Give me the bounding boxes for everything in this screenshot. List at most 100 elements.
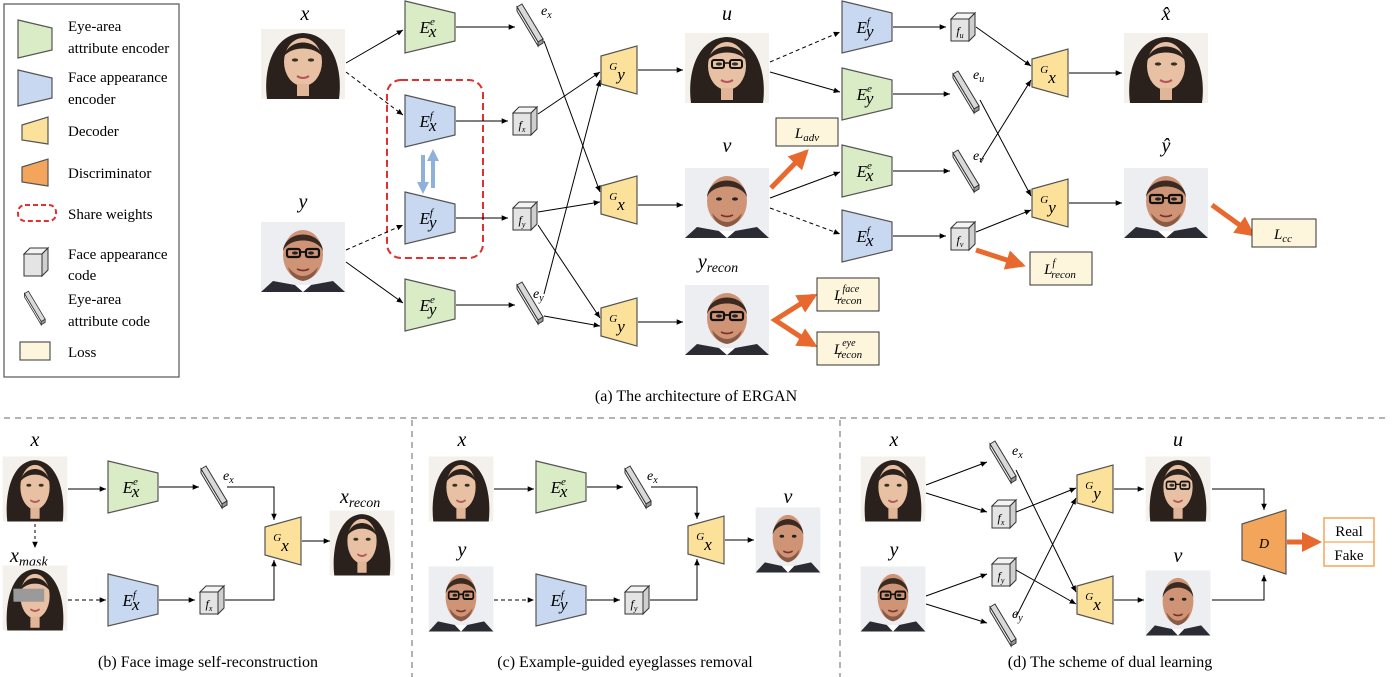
discriminator: D	[1241, 509, 1287, 575]
panel-c-arrows	[494, 484, 754, 603]
legend-item-label: Face appearance	[68, 247, 168, 263]
caption-a: (a) The architecture of ERGAN	[595, 388, 798, 405]
decoder-g-x-mid: Gx	[600, 175, 638, 225]
code-f-y: fy	[512, 201, 538, 231]
svg-text:Gx: Gx	[273, 532, 289, 555]
svg-text:fv: fv	[957, 233, 964, 249]
caption-d: (d) The scheme of dual learning	[1008, 654, 1213, 671]
image-u	[685, 33, 769, 103]
svg-text:Efx: Efx	[419, 110, 437, 135]
code-label: ex	[1012, 444, 1023, 461]
var-x: x	[889, 429, 899, 451]
code-f-y: fy	[991, 557, 1017, 587]
decoder-g-x-right: Gx	[1031, 48, 1069, 98]
decoder-g-y-right: Gy	[1031, 178, 1069, 228]
encoder-e-x: Eex	[535, 460, 587, 514]
svg-text:Gy: Gy	[1040, 194, 1056, 217]
legend-item-label: Eye-area	[68, 292, 122, 308]
encoder-f-x: Efx	[404, 94, 456, 148]
decoder-g-x: Gx	[687, 515, 725, 565]
code-label: ey	[1012, 607, 1023, 624]
legend-item-label: encoder	[68, 92, 115, 108]
var-y: y	[297, 191, 308, 213]
panel-b: x xmask Eex Efx ex fx Gx xrecon (b) Face…	[1, 429, 396, 671]
legend-item-label: Eye-area	[68, 19, 122, 35]
svg-text:fy: fy	[998, 569, 1005, 585]
code-label: ex	[647, 469, 658, 486]
code-f-x: fx	[991, 499, 1017, 529]
legend-encoder-blue-icon	[17, 69, 53, 107]
encoder-f-y: Efy	[404, 191, 456, 245]
code-label: ex	[541, 4, 552, 21]
decoder-g-x: Gx	[1076, 575, 1114, 625]
svg-text:Ladv: Ladv	[794, 126, 819, 144]
var-y: y	[888, 539, 899, 561]
image-x	[859, 455, 927, 523]
image-x	[1, 455, 69, 523]
encoder-e-y: Eey	[404, 278, 456, 332]
caption-b: (b) Face image self-reconstruction	[98, 654, 318, 671]
legend-discriminator-icon	[21, 158, 49, 187]
legend-cube-icon	[23, 247, 49, 277]
legend-item-label: Discriminator	[68, 166, 151, 182]
label-real: Real	[1335, 524, 1363, 540]
legend-item-label: Face appearance	[68, 70, 168, 86]
image-y-recon	[685, 285, 769, 355]
svg-text:Lcc: Lcc	[1273, 227, 1292, 245]
var-v: v	[784, 486, 793, 508]
image-x	[260, 28, 346, 100]
legend-box	[3, 3, 180, 378]
encoder-e-x: Eex	[107, 460, 159, 514]
var-y-recon: yrecon	[696, 251, 738, 276]
panel-d-arrows	[925, 461, 1267, 624]
svg-text:D: D	[1258, 537, 1269, 552]
encoder-e-x: Eex	[404, 0, 456, 54]
decoder-g-y: Gy	[1076, 464, 1114, 514]
svg-text:Eey: Eey	[856, 83, 874, 108]
svg-text:Gy: Gy	[1085, 480, 1101, 503]
separators	[4, 417, 1388, 677]
image-x-hat	[1123, 32, 1209, 104]
image-v	[1144, 569, 1212, 637]
svg-text:Eex: Eex	[122, 476, 140, 501]
encoder-f-x-mid: Efx	[841, 209, 893, 263]
var-y: y	[456, 539, 467, 561]
code-label: eu	[973, 68, 984, 85]
var-x: x	[30, 429, 40, 451]
real-fake-box: Real Fake	[1323, 517, 1375, 567]
legend-item-label: Share weights	[68, 207, 153, 223]
legend: Eye-area attribute encoder Face appearan…	[3, 3, 180, 378]
image-y-hat	[1124, 168, 1208, 238]
panel-a: x y u v yrecon x̂ ŷ Eex Efx Efy Eey Efy …	[260, 0, 1317, 405]
svg-text:fy: fy	[519, 213, 526, 229]
legend-decoder-icon	[21, 116, 49, 145]
svg-text:Gx: Gx	[609, 191, 625, 214]
encoder-e-x-mid: Eex	[841, 144, 893, 198]
svg-text:Eex: Eex	[419, 16, 437, 41]
svg-text:Efy: Efy	[550, 589, 568, 614]
svg-text:Gy: Gy	[609, 313, 625, 336]
code-f-y: fy	[624, 585, 650, 615]
image-x-recon	[328, 509, 396, 577]
svg-text:Eex: Eex	[550, 476, 568, 501]
svg-text:fx: fx	[998, 511, 1005, 527]
decoder-g-y-top: Gy	[600, 45, 638, 95]
code-f-x: fx	[199, 585, 225, 615]
code-f-x: fx	[512, 106, 538, 136]
var-x-recon: xrecon	[339, 486, 380, 511]
legend-share-icon	[17, 204, 57, 222]
encoder-e-y-top: Eey	[841, 67, 893, 121]
var-v: v	[1174, 545, 1183, 567]
encoder-f-x: Efx	[107, 573, 159, 627]
svg-text:Gy: Gy	[609, 61, 625, 84]
var-v: v	[723, 135, 732, 157]
image-x-mask	[3, 565, 68, 630]
svg-text:Gx: Gx	[1085, 591, 1101, 614]
svg-text:Gx: Gx	[1040, 64, 1056, 87]
svg-text:Efx: Efx	[856, 225, 874, 250]
loss-cc: Lcc	[1251, 218, 1317, 248]
